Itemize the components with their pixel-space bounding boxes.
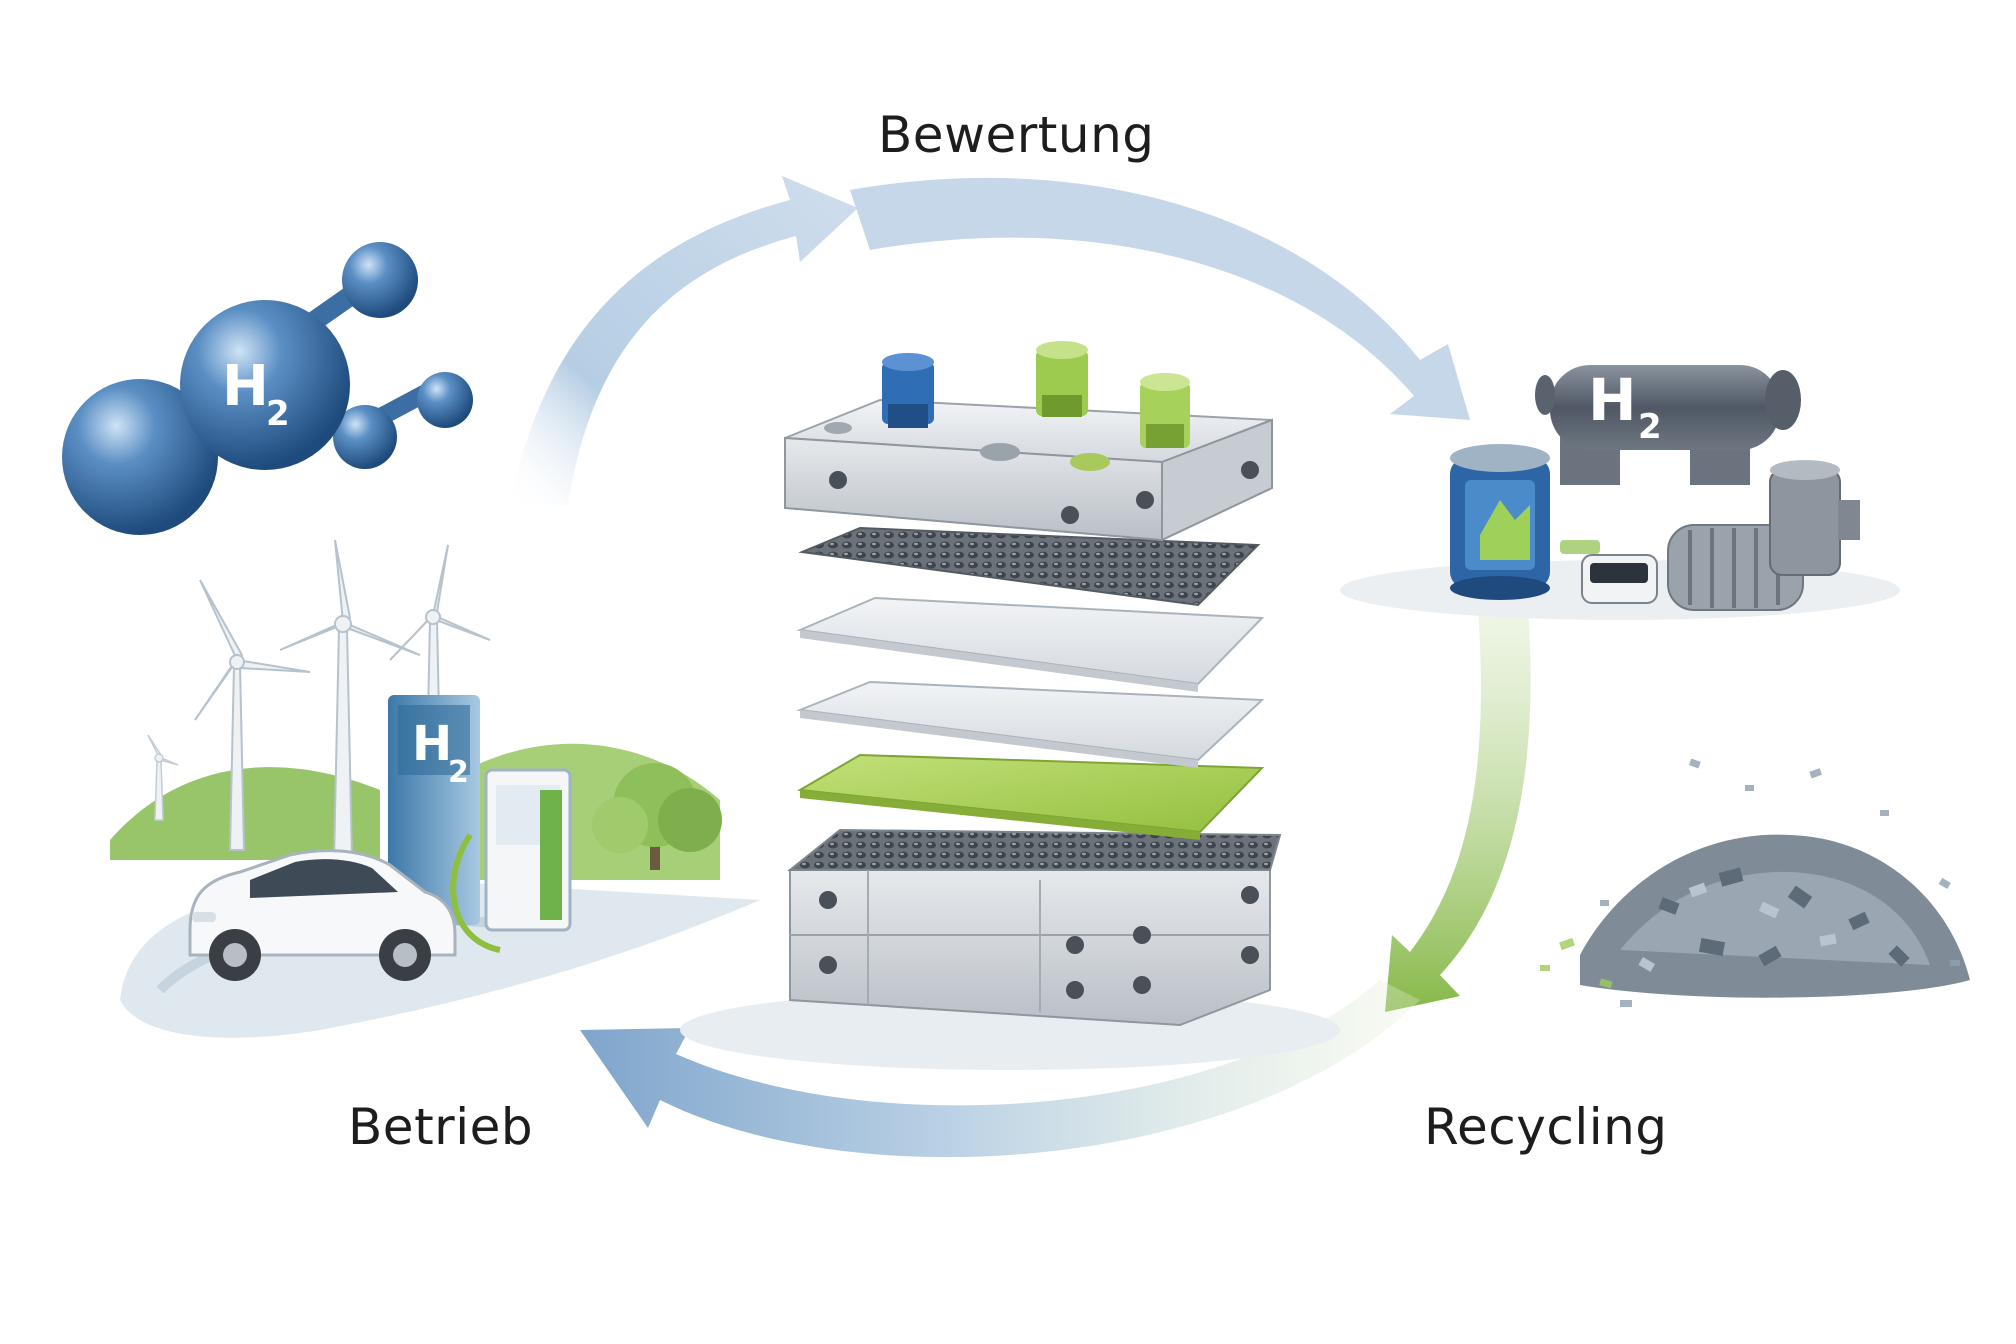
station-h-subscript: 2 <box>448 755 469 790</box>
stack-base <box>787 828 1282 1027</box>
component-assessment-scene: H 2 <box>1340 365 1900 620</box>
car-icon <box>188 849 457 981</box>
wind-turbine-icon <box>194 579 311 851</box>
canister-icon <box>1450 444 1550 600</box>
compressor-icon <box>1667 460 1860 611</box>
h2-molecule-icon: H 2 <box>62 242 473 535</box>
stack-terminal-blue <box>882 353 934 428</box>
stage-label-bewertung: Bewertung <box>878 106 1155 164</box>
h2-storage-tank-icon: H 2 <box>1535 365 1801 485</box>
wind-turbine-icon <box>279 539 421 861</box>
stack-plate-white-2 <box>796 680 1265 762</box>
arrow-recycling-descent <box>1385 610 1531 1012</box>
stack-mesh-layer <box>798 526 1261 607</box>
arrow-recycling-to-betrieb <box>580 980 1420 1158</box>
stack-top-plate <box>784 398 1273 542</box>
recycled-material-pile-icon <box>1540 758 1970 1007</box>
operation-scene: H 2 <box>110 539 760 1038</box>
stage-label-recycling: Recycling <box>1424 1098 1668 1156</box>
stack-plate-white-1 <box>796 596 1265 686</box>
tank-h-subscript: 2 <box>1638 407 1662 447</box>
tank-h-symbol: H <box>1588 366 1637 434</box>
arrow-betrieb-to-bewertung <box>510 176 858 505</box>
h2-fuel-station-icon: H 2 <box>388 695 572 953</box>
fuel-cell-stack-icon <box>680 341 1340 1070</box>
wind-turbine-icon <box>147 734 179 821</box>
molecule-h-symbol: H <box>222 354 269 419</box>
cycle-arrows <box>510 176 1531 1158</box>
tree <box>592 763 722 870</box>
stack-terminal-green-2 <box>1140 373 1190 448</box>
stack-terminal-green-1 <box>1036 341 1088 417</box>
cartridge-icon <box>1560 540 1658 604</box>
molecule-h-subscript: 2 <box>266 394 290 434</box>
station-h-symbol: H <box>412 716 452 772</box>
arrow-bewertung-to-recycling <box>850 177 1470 420</box>
stage-label-betrieb: Betrieb <box>348 1098 534 1156</box>
hill-left <box>110 767 380 860</box>
